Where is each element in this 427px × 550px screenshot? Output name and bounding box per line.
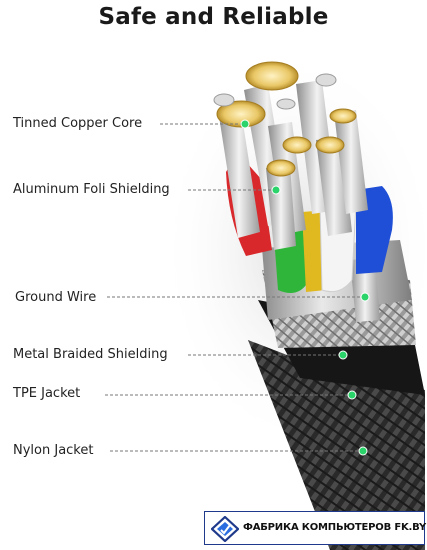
silver-tip-3: [276, 98, 296, 110]
ground-wire-shape: [350, 258, 380, 322]
label-ground-wire: Ground Wire: [15, 290, 97, 305]
marker-metal-braid: [338, 350, 348, 360]
page-title: Safe and Reliable: [98, 4, 329, 30]
nylon-jacket-shape: [248, 340, 425, 550]
copper-core-right: [329, 108, 357, 124]
copper-core-top-large: [245, 61, 299, 91]
watermark-text: ФАБРИКА КОМПЬЮТЕРОВ FK.BY: [243, 522, 427, 533]
marker-tpe: [347, 390, 357, 400]
marker-ground: [360, 292, 370, 302]
marker-tinned-copper: [240, 119, 250, 129]
copper-core-center: [315, 136, 345, 154]
foil-strand-1: [218, 104, 260, 238]
copper-core-mid: [282, 136, 312, 154]
label-tpe-jacket: TPE Jacket: [13, 386, 81, 401]
silver-tip-1: [213, 93, 235, 107]
silver-tip-2: [315, 73, 337, 87]
fk-logo-icon: [211, 516, 239, 542]
copper-core-lower: [266, 159, 296, 177]
foil-strand-6: [334, 110, 368, 214]
label-metal-braided-shielding: Metal Braided Shielding: [13, 347, 168, 362]
watermark-badge: ФАБРИКА КОМПЬЮТЕРОВ FK.BY: [204, 511, 427, 545]
label-aluminum-foil-shielding: Aluminum Foli Shielding: [13, 182, 170, 197]
label-tinned-copper-core: Tinned Copper Core: [13, 116, 143, 131]
copper-core-left: [216, 100, 266, 128]
marker-nylon: [358, 446, 368, 456]
marker-aluminum: [271, 185, 281, 195]
label-nylon-jacket: Nylon Jacket: [13, 443, 94, 458]
